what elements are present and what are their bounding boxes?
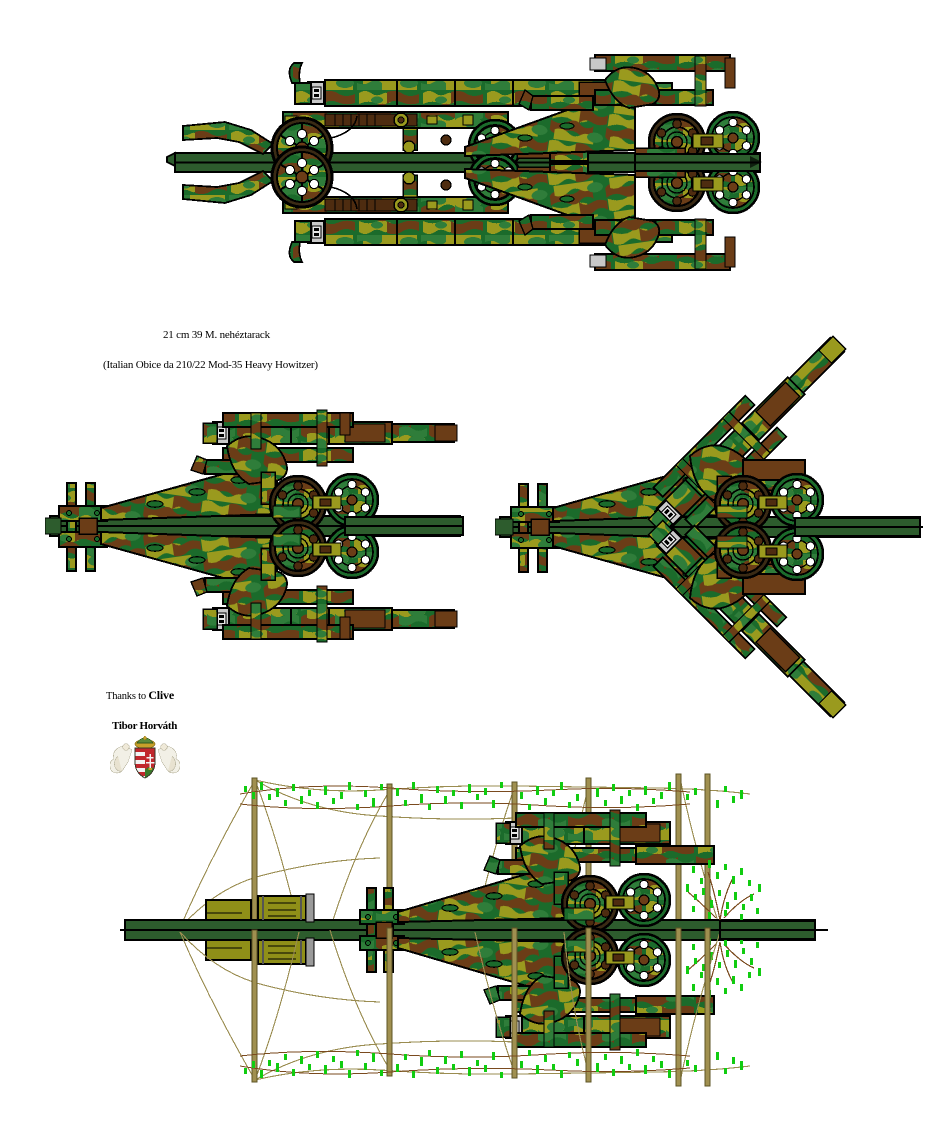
shield [134, 747, 156, 779]
ammunition-crates [257, 893, 315, 967]
deployed-left-svg [45, 409, 464, 643]
gun-assembly-upper-elevated [647, 335, 847, 535]
coat-of-arms-svg [110, 736, 180, 779]
ammunition-boxes [205, 899, 252, 961]
camouflage-net-lower [179, 927, 751, 1087]
carriage-wagon-lower [464, 153, 761, 271]
coat-of-arms [110, 736, 180, 780]
deployed-elevated-svg [495, 335, 923, 719]
gun-assembly-lower [190, 518, 458, 643]
gun-assembly-upper [190, 409, 458, 534]
camouflaged-svg [120, 773, 828, 1087]
angel-supporter-right [157, 743, 180, 774]
transport-top-svg [166, 54, 762, 271]
page-subtitle: (Italian Obice da 210/22 Mod-35 Heavy Ho… [103, 359, 318, 371]
holy-crown-icon [134, 736, 156, 749]
credit-author: Tibor Horváth [112, 720, 178, 732]
view-transport-top [165, 50, 780, 275]
credit-thanks-name: Clive [148, 688, 174, 702]
trail-spade-anchor [495, 483, 560, 573]
net-foliage [239, 782, 743, 811]
view-deployed-elevated [495, 312, 925, 742]
trail-spade-anchor [45, 482, 108, 572]
view-camouflaged [120, 760, 830, 1100]
credit-thanks-prefix: Thanks to [106, 691, 149, 702]
gun-assembly-lower-elevated [647, 519, 847, 719]
view-deployed-left [45, 408, 465, 644]
gun-assembly-upper [483, 809, 715, 934]
page-title: 21 cm 39 M. nehéztarack [163, 329, 270, 341]
credit-thanks: Thanks to Clive [106, 688, 174, 703]
angel-supporter-left [110, 743, 133, 774]
